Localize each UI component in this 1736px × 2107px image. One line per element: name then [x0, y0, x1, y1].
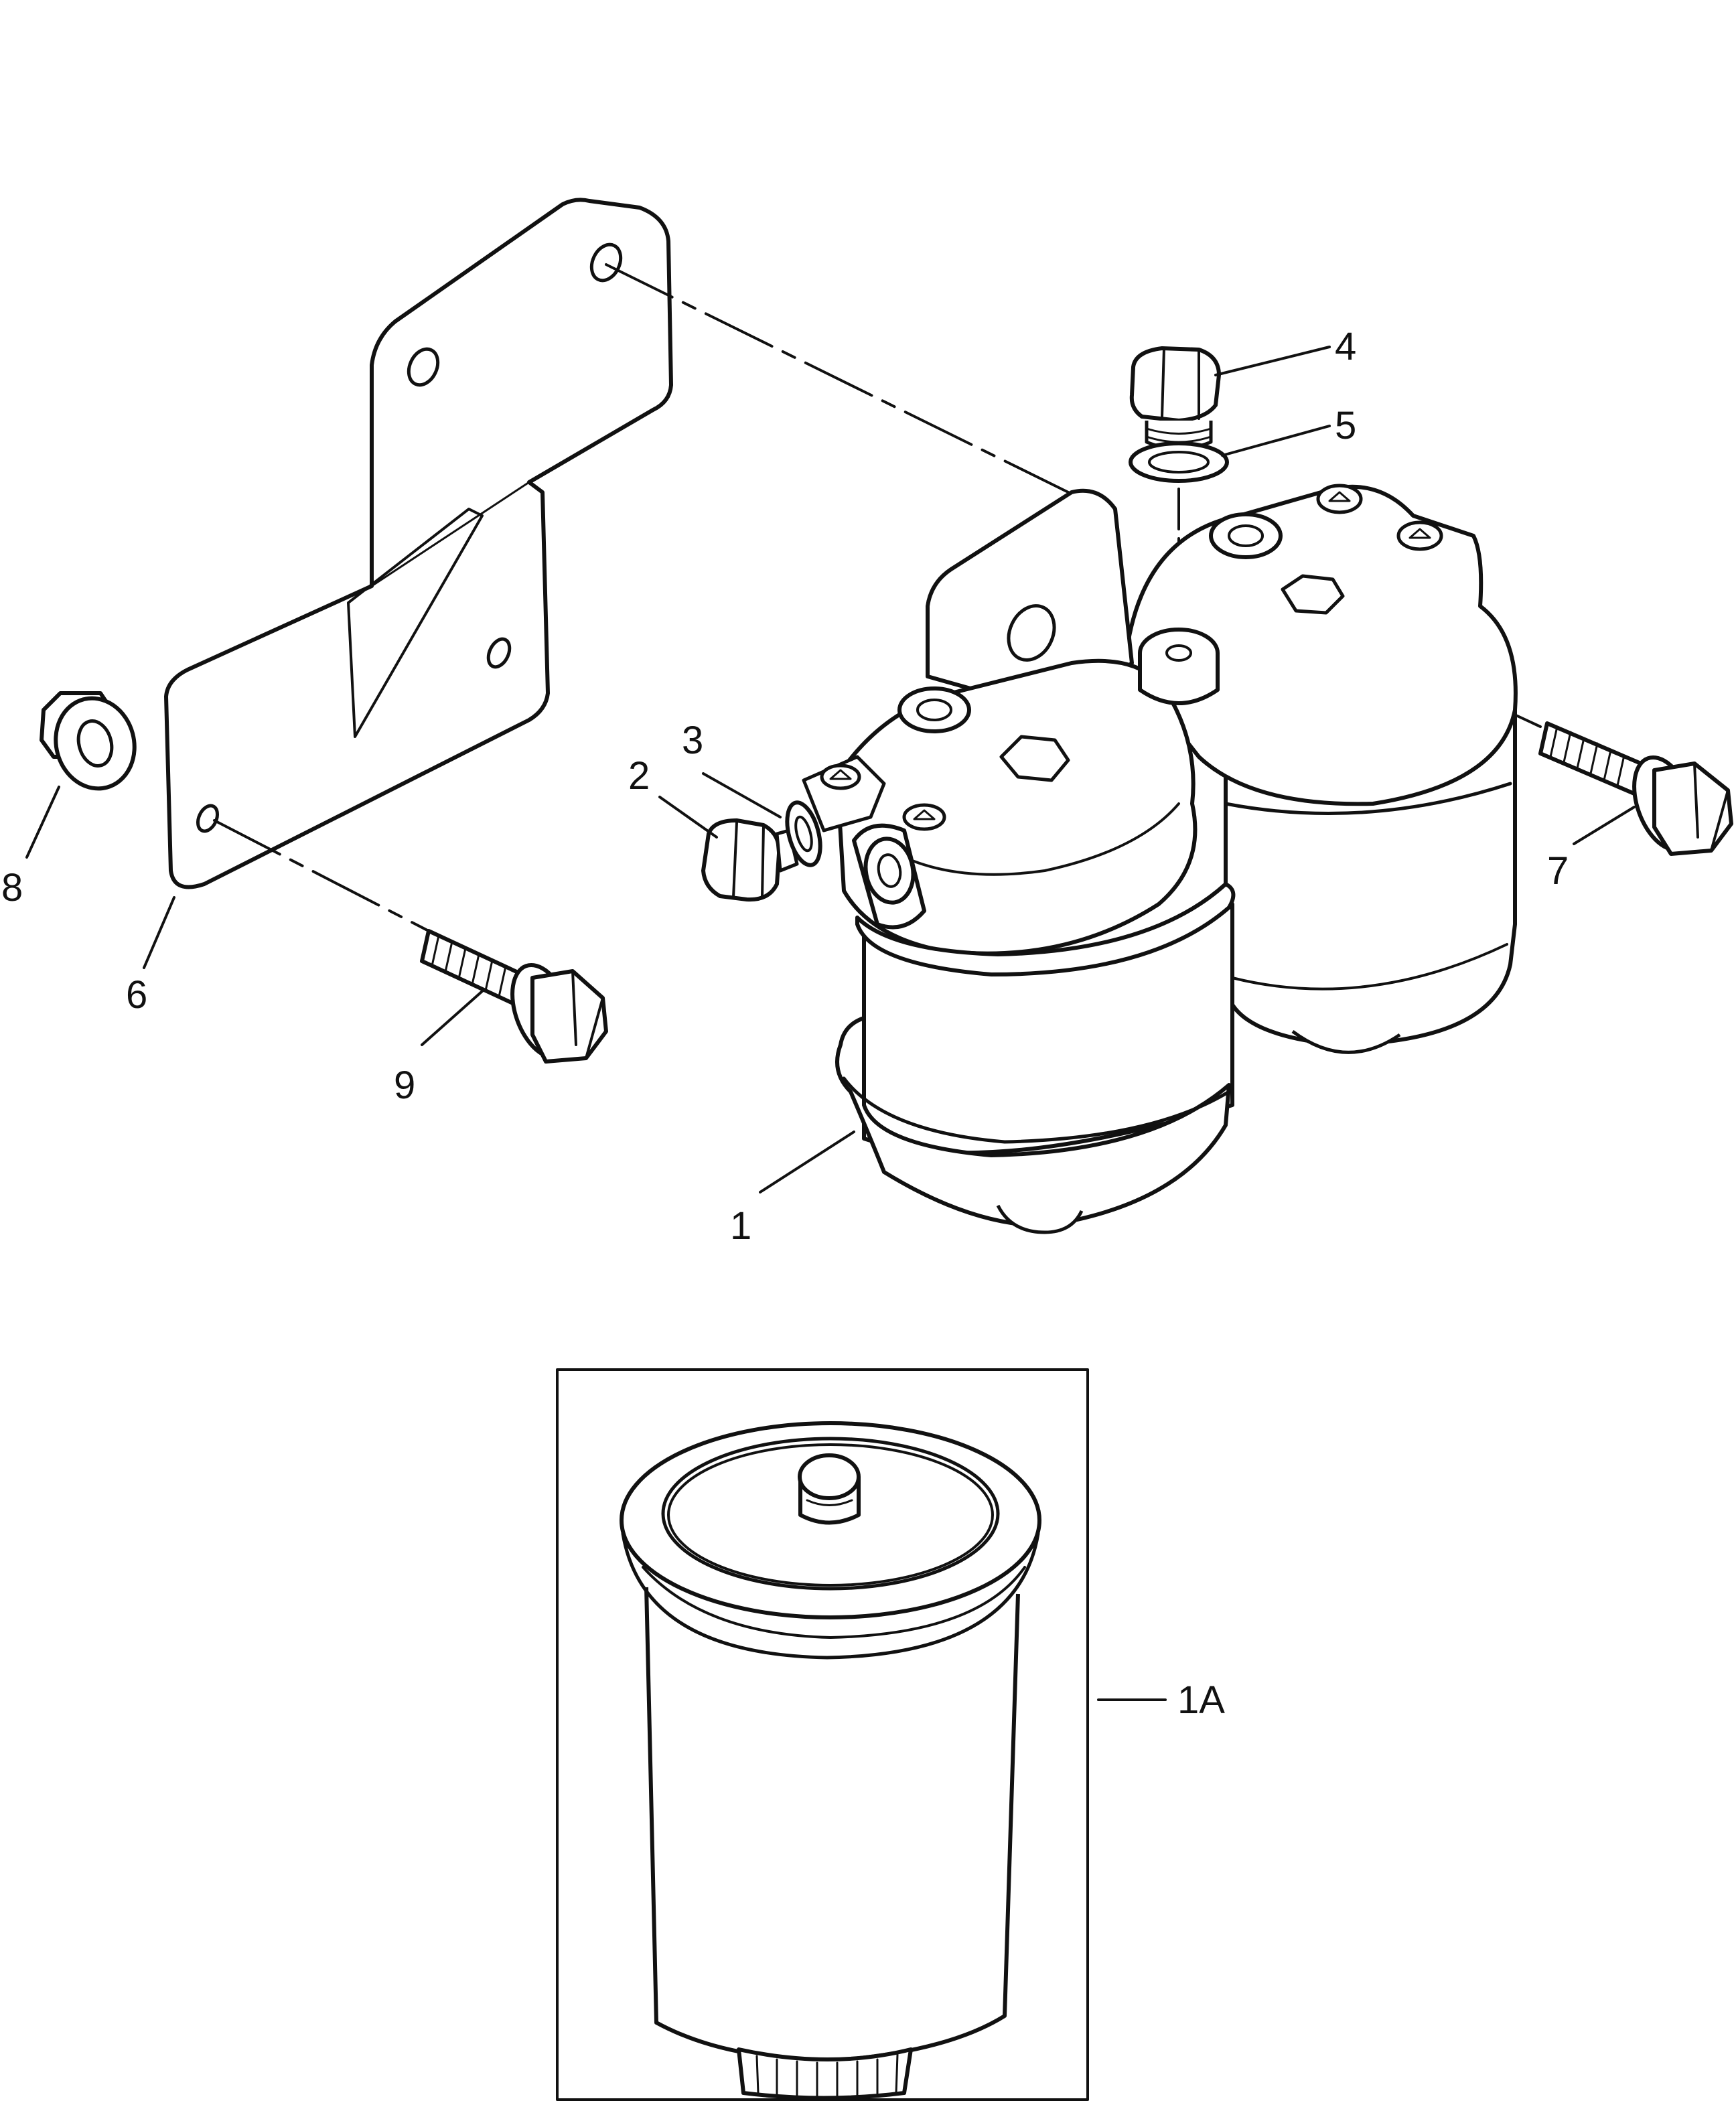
flange-bolt-left [420, 929, 608, 1064]
cartridge-inset [556, 1368, 1089, 2101]
leader-lines [25, 346, 1636, 1701]
callout-7: 7 [1547, 849, 1569, 893]
callout-2: 2 [628, 754, 650, 798]
fuel-filter-assembly [802, 484, 1518, 1234]
callout-6: 6 [126, 973, 147, 1017]
bleed-screw [701, 818, 799, 902]
bleed-washer [785, 800, 822, 867]
callout-3: 3 [682, 719, 703, 762]
sealing-washer [1129, 441, 1229, 483]
drain-plug [1129, 346, 1221, 451]
callout-1a: 1A [1177, 1678, 1225, 1722]
callout-4: 4 [1335, 325, 1356, 368]
callout-labels: 1 2 3 4 5 6 7 8 9 1A [1, 325, 1569, 1722]
callout-8: 8 [1, 866, 23, 910]
flange-bolt-right [1538, 721, 1733, 856]
callout-9: 9 [394, 1064, 415, 1107]
flange-nut [40, 691, 137, 791]
callout-1: 1 [730, 1204, 751, 1248]
callout-5: 5 [1335, 404, 1356, 447]
mounting-bracket [164, 198, 673, 889]
